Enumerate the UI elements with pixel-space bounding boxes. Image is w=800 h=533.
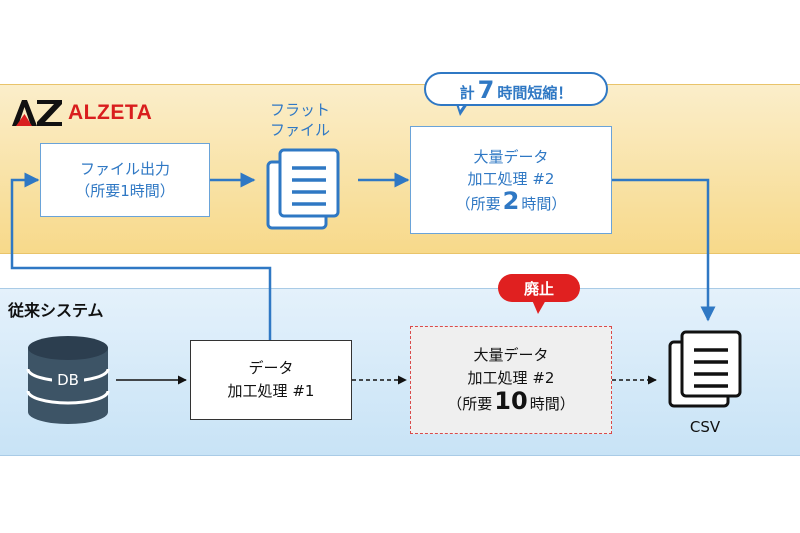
- alzeta-logo: ALZETA: [10, 98, 152, 128]
- badge-tail: [532, 300, 546, 314]
- bulk-process-new-title2: 加工処理 #2: [467, 169, 555, 188]
- duration-value: 2: [502, 186, 520, 215]
- database-icon: [26, 336, 110, 424]
- savings-value: 7: [477, 76, 495, 104]
- logo-text: ALZETA: [68, 101, 153, 124]
- duration-suffix: 時間）: [529, 395, 575, 413]
- flat-file-label-line1: フラット: [270, 101, 331, 119]
- csv-label: CSV: [689, 418, 721, 436]
- bulk-process-legacy-title2: 加工処理 #2: [467, 369, 555, 387]
- bulk-process-new-duration: （所要 2 時間）: [455, 186, 567, 215]
- duration-value: 10: [494, 387, 528, 415]
- duration-prefix: （所要: [447, 395, 493, 413]
- file-output-box: ファイル出力 （所要1時間）: [40, 143, 210, 217]
- bulk-process-legacy-title1: 大量データ: [473, 346, 549, 364]
- abolished-badge: 廃止: [498, 274, 580, 302]
- duration-prefix: （所要: [455, 194, 501, 213]
- process1-title1: データ: [248, 359, 294, 377]
- bulk-process-new-title1: 大量データ: [473, 147, 549, 166]
- flat-file-label: フラット ファイル: [270, 100, 340, 140]
- bubble-tail: [456, 104, 468, 116]
- az-logo-icon: [12, 100, 62, 126]
- legacy-system-label: 従来システム: [8, 301, 104, 320]
- flat-file-label-line2: ファイル: [270, 121, 331, 139]
- savings-prefix: 計: [459, 84, 475, 102]
- bulk-process-new-box: 大量データ 加工処理 #2 （所要 2 時間）: [410, 126, 612, 234]
- document-stack-icon: [266, 148, 340, 230]
- csv-document-icon: [668, 330, 742, 408]
- process1-title2: 加工処理 #1: [227, 382, 315, 400]
- arrow-bulk-process-to-csv: [612, 178, 716, 322]
- duration-suffix: 時間）: [521, 194, 567, 213]
- savings-suffix: 時間短縮！: [497, 84, 573, 102]
- bulk-process-legacy-box: 大量データ 加工処理 #2 （所要 10 時間）: [410, 326, 612, 434]
- legacy-system-band: [0, 288, 800, 456]
- arrow-process1-to-file-output: [10, 172, 272, 340]
- bulk-process-legacy-duration: （所要 10 時間）: [447, 387, 575, 416]
- file-output-duration: （所要1時間）: [75, 182, 175, 200]
- file-output-title: ファイル出力: [79, 160, 170, 178]
- time-savings-bubble: 計 7 時間短縮！: [424, 72, 608, 106]
- process1-box: データ 加工処理 #1: [190, 340, 352, 420]
- db-label: DB: [57, 371, 79, 389]
